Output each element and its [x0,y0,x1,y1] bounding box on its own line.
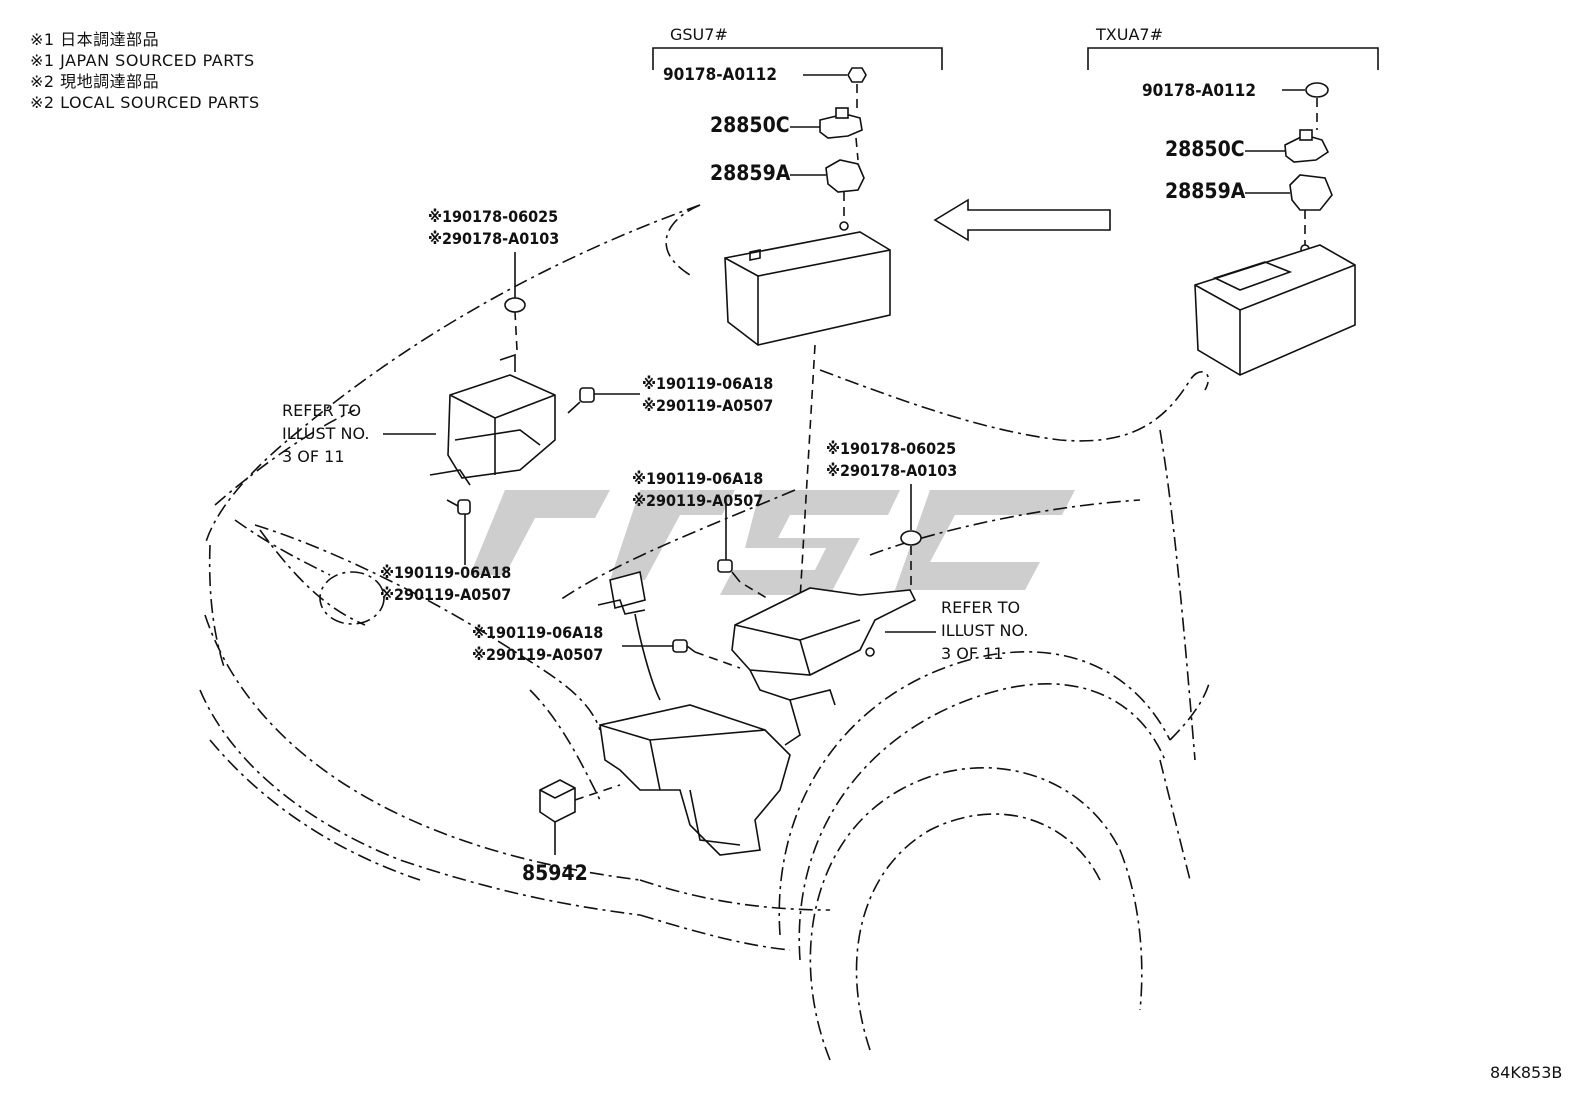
note-line-2: ※1 JAPAN SOURCED PARTS [30,51,255,70]
washer-tank [599,704,791,856]
refer-right-line-2: ILLUST NO. [941,621,1028,640]
bracket-icon [825,159,865,193]
gsu7-parts-stack: 90178-A0112 28850C 28859A [663,65,867,231]
variant-bracket-gsu7: GSU7# [652,25,943,70]
callout-bolt-a-1: ※190119-06A18 [642,374,773,393]
reservoir-component [597,571,661,701]
fuse-box-center [731,587,917,746]
note-line-1: ※1 日本調達部品 [30,30,159,49]
callout-bolt-a-2: ※290119-A0507 [642,396,773,415]
battery-txua7 [1194,244,1356,376]
callout-bolt-c-1: ※190119-06A18 [632,469,763,488]
vehicle-outline [199,204,1211,1061]
part-label-bracket-gsu7: 28859A [710,161,791,185]
bolt-icon [717,559,741,583]
part-label-nut-gsu7: 90178-A0112 [663,65,777,85]
note-line-4: ※2 LOCAL SOURCED PARTS [30,93,260,112]
refer-left-line-3: 3 OF 11 [282,447,345,466]
part-label-clamp-txua7: 28850C [1165,137,1245,161]
arrow-left-icon [933,198,1111,242]
callout-bolt-d-2: ※290119-A0507 [472,645,603,664]
nut-icon [1305,82,1329,98]
bolt-icon [567,387,595,414]
variant-label-gsu7: GSU7# [670,25,728,44]
nut-icon [504,297,526,313]
part-label-nut-txua7: 90178-A0112 [1142,81,1256,101]
callout-bolt-c-2: ※290119-A0507 [632,491,763,510]
relay-block-left [429,353,556,486]
callout-nut-left-2: ※290178-A0103 [428,229,559,248]
callout-bolt-d-1: ※190119-06A18 [472,623,603,642]
callout-bolt-b-1: ※190119-06A18 [380,563,511,582]
refer-left-line-1: REFER TO [282,401,361,420]
nut-icon [900,530,922,546]
watermark-logo [470,490,1075,595]
refer-right-line-1: REFER TO [941,598,1020,617]
bolt-icon [446,499,471,515]
part-label-clamp-gsu7: 28850C [710,113,790,137]
part-label-85942: 85942 [522,861,588,885]
refer-note-left: REFER TO ILLUST NO. 3 OF 11 [282,401,436,466]
legend-notes: ※1 日本調達部品 ※1 JAPAN SOURCED PARTS ※2 現地調達… [30,30,260,112]
callout-nut-right-1: ※190178-06025 [826,439,956,458]
callout-nut-right-2: ※290178-A0103 [826,461,957,480]
callout-nut-left-1: ※190178-06025 [428,207,558,226]
refer-note-right: REFER TO ILLUST NO. 3 OF 11 [885,598,1028,663]
part-label-bracket-txua7: 28859A [1165,179,1246,203]
battery-gsu7 [724,231,891,346]
note-line-3: ※2 現地調達部品 [30,72,159,91]
clamp-icon [1284,129,1330,163]
variant-bracket-txua7: TXUA7# [1087,25,1379,70]
txua7-parts-stack: 90178-A0112 28850C 28859A [1142,81,1333,254]
sensor-connector-icon [539,779,576,823]
callout-bolt-b-2: ※290119-A0507 [380,585,511,604]
clamp-icon [819,107,863,139]
variant-label-txua7: TXUA7# [1095,25,1163,44]
bolt-icon [672,639,696,653]
bracket-icon [1289,174,1333,211]
refer-left-line-2: ILLUST NO. [282,424,369,443]
refer-right-line-3: 3 OF 11 [941,644,1004,663]
figure-id: 84K853B [1490,1063,1562,1082]
nut-icon [847,67,867,83]
